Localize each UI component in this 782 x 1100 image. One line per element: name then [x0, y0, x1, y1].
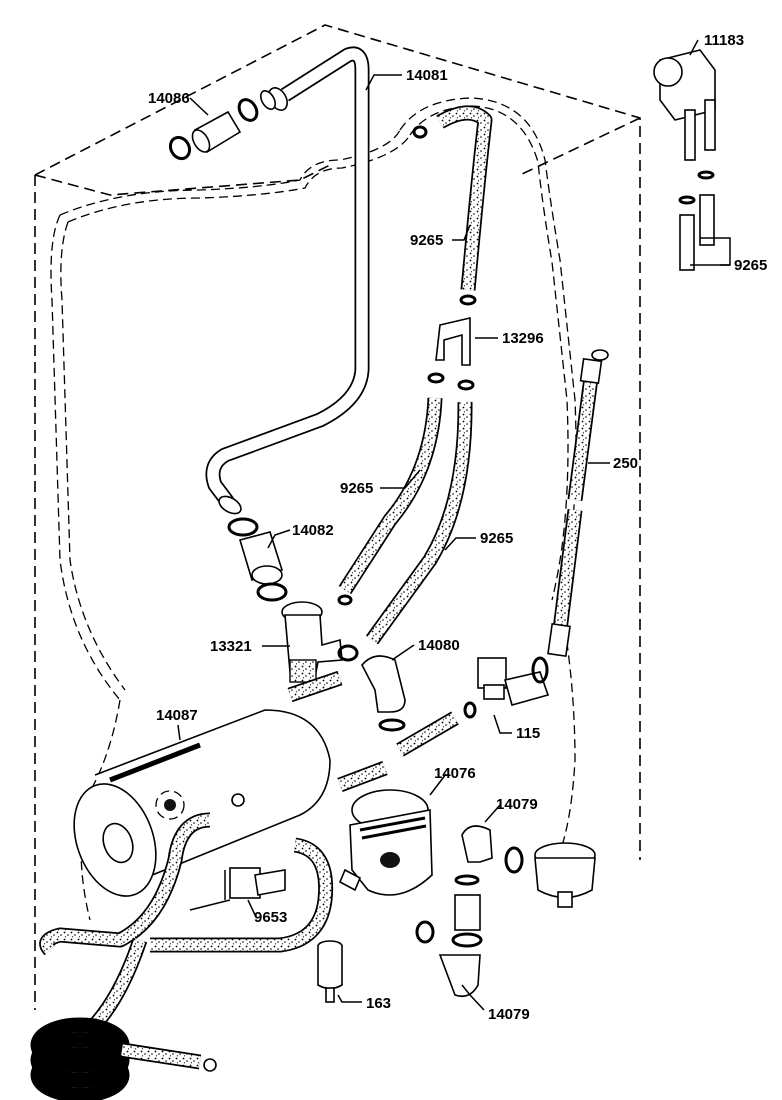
callout-14081: 14081 [406, 67, 448, 84]
valve-115 [463, 656, 550, 719]
elbow-14079-lower [415, 874, 483, 998]
hoses-9265-middle [337, 397, 473, 645]
leader-lines [177, 39, 731, 1011]
callout-14080: 14080 [418, 637, 460, 654]
tank-14087 [73, 709, 331, 897]
callout-13296: 13296 [502, 330, 544, 347]
valve-11183 [653, 49, 716, 271]
fitting-13296 [427, 316, 475, 391]
callout-250: 250 [613, 455, 638, 472]
elbow-14079-upper [461, 825, 524, 874]
coupling-14086 [168, 90, 277, 161]
callout-14079-lower: 14079 [488, 1006, 530, 1023]
callout-115: 115 [516, 725, 540, 742]
callout-14086: 14086 [148, 90, 190, 107]
callout-14087: 14087 [156, 707, 198, 724]
callout-13321: 13321 [210, 638, 252, 655]
hose-9265-top [412, 105, 493, 306]
fitting-13321 [281, 601, 359, 683]
callout-9265-top: 9265 [410, 232, 443, 249]
elbow-14080 [361, 655, 406, 732]
callout-163: 163 [366, 995, 391, 1012]
connector-14082 [227, 517, 288, 602]
valve-9653 [189, 867, 286, 911]
hose-14081 [205, 46, 370, 515]
cabinet-outline [34, 24, 641, 1010]
hose-to-pump [287, 670, 459, 793]
callout-11183: 11183 [704, 32, 744, 49]
callout-9265-mid-left: 9265 [340, 480, 373, 497]
callout-14076: 14076 [434, 765, 476, 782]
callout-14079-upper: 14079 [496, 796, 538, 813]
canister-163 [317, 940, 343, 1003]
callout-14082: 14082 [292, 522, 334, 539]
callout-9653: 9653 [254, 909, 287, 926]
hose-250 [547, 349, 609, 658]
callout-9265-right: 9265 [734, 257, 767, 274]
callout-labels: 11183 14081 14086 9265 9265 13296 250 92… [148, 32, 767, 1023]
filter-housing [534, 842, 596, 908]
drain-tubing [30, 812, 334, 1100]
callout-9265-mid-right: 9265 [480, 530, 513, 547]
pump-14076 [338, 789, 433, 896]
